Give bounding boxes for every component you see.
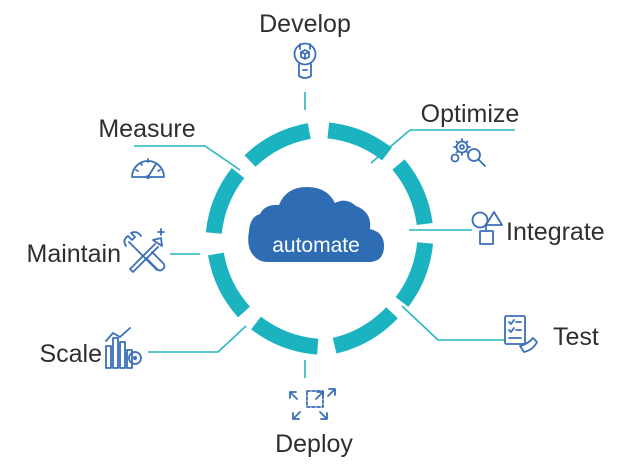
gears-magnifier-icon [450, 138, 486, 167]
connector-test [401, 305, 505, 341]
stage-label-deploy: Deploy [275, 430, 353, 458]
center-label: automate [272, 234, 360, 257]
checklist-hand-icon [504, 315, 538, 353]
tools-icon [123, 228, 166, 273]
stage-deploy[interactable]: Deploy [275, 388, 353, 458]
expand-arrows-icon [289, 388, 336, 420]
stage-measure[interactable]: Measure [98, 115, 196, 179]
stage-integrate[interactable]: Integrate [471, 211, 605, 246]
stage-label-measure: Measure [98, 115, 195, 143]
stage-scale[interactable]: Scale [39, 327, 142, 369]
stage-label-optimize: Optimize [421, 100, 520, 128]
ring-segment [327, 122, 392, 161]
stage-label-test: Test [553, 323, 599, 351]
cycle-ring [205, 122, 434, 355]
connector-scale [148, 325, 247, 353]
bar-chart-gear-icon [105, 327, 142, 369]
ring-segment [332, 307, 398, 354]
cloud-shape [248, 187, 384, 262]
stage-develop[interactable]: Develop [259, 10, 351, 79]
stage-test[interactable]: Test [504, 315, 599, 353]
shapes-icon [471, 211, 503, 245]
ring-segment [205, 168, 245, 235]
ring-segment [392, 159, 433, 226]
connector-optimize [370, 129, 515, 164]
ring-segment [251, 316, 319, 355]
automate-cloud: automate [248, 187, 384, 262]
stage-label-integrate: Integrate [506, 218, 605, 246]
stage-maintain[interactable]: Maintain [27, 228, 166, 273]
connectors [134, 92, 515, 378]
stage-label-scale: Scale [39, 340, 102, 368]
wrench-cube-icon [293, 42, 317, 79]
stage-optimize[interactable]: Optimize [421, 100, 520, 167]
connector-measure [134, 145, 241, 171]
speedometer-icon [131, 158, 165, 179]
ring-segment [244, 123, 311, 167]
stage-label-maintain: Maintain [27, 240, 122, 268]
stage-label-develop: Develop [259, 10, 351, 38]
ring-segment [395, 242, 434, 307]
ring-segment [208, 252, 251, 318]
